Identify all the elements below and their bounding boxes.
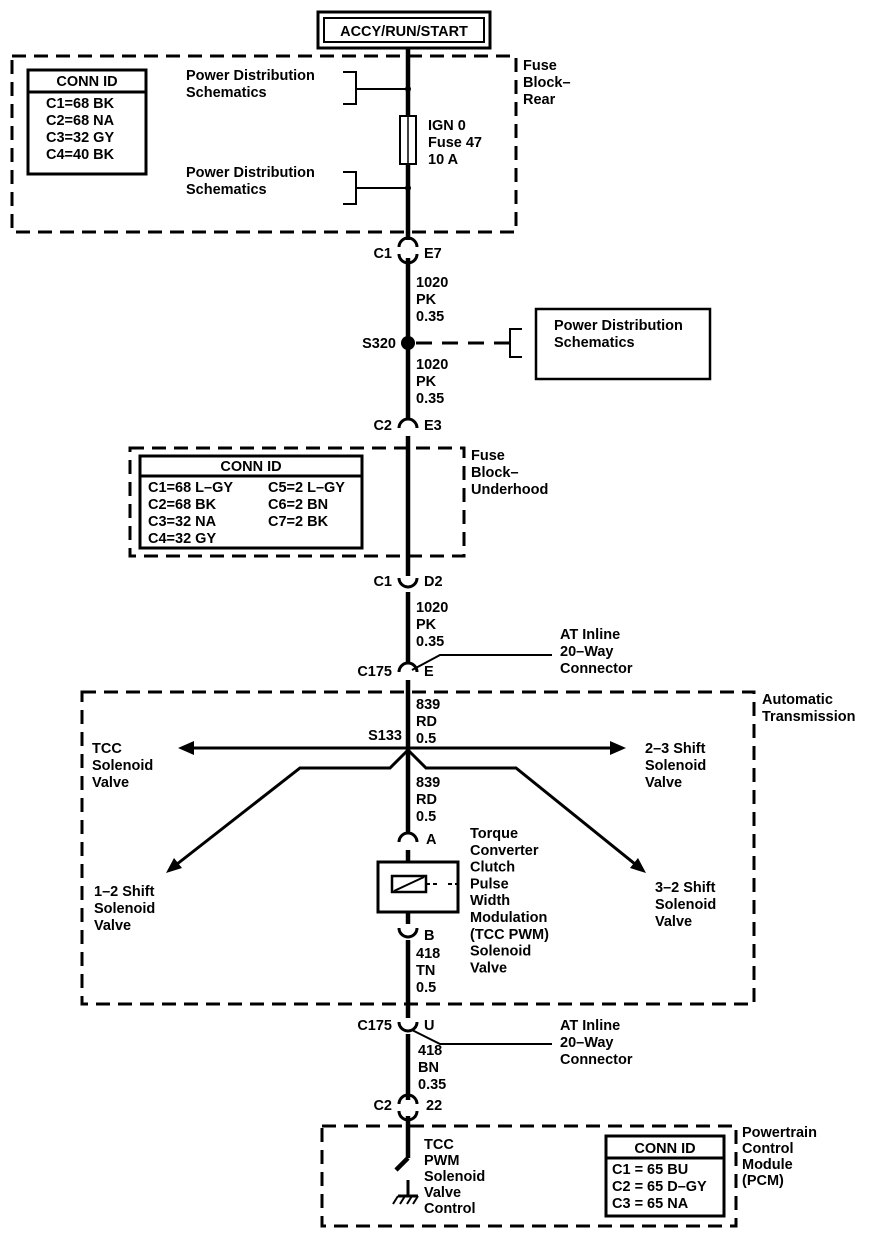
svg-text:E3: E3 — [424, 418, 442, 434]
shift-23-solenoid-label: 2–3 Shift Solenoid Valve — [645, 741, 710, 791]
tcc-pwm-control-label: TCC PWM Solenoid Valve Control — [424, 1137, 489, 1217]
svg-text:U: U — [424, 1018, 434, 1034]
wire-label-1020-c: 1020 PK 0.35 — [416, 600, 452, 650]
svg-text:C1: C1 — [373, 574, 392, 590]
svg-text:B: B — [424, 928, 434, 944]
powertrain-control-module: Powertrain Control Module (PCM) TCC PWM … — [320, 1124, 821, 1228]
power-source-label: ACCY/RUN/START — [340, 24, 468, 40]
connector-c1-e7: C1 E7 — [373, 236, 442, 265]
automatic-transmission-label: Automatic Transmission — [762, 692, 855, 725]
wire-label-418-tn: 418 TN 0.5 — [416, 946, 444, 996]
svg-text:C1: C1 — [373, 246, 392, 262]
wire-label-418-bn: 418 BN 0.35 — [418, 1043, 446, 1093]
pcm-label: Powertrain Control Module (PCM) — [742, 1125, 821, 1189]
svg-text:C5=2 L–GY C6=2 BN: C5=2 L–GY C6=2 BN C7=2 BK — [268, 480, 349, 530]
tcc-solenoid-valve-label: TCC Solenoid Valve — [92, 741, 157, 791]
pin-a-connector: A — [397, 831, 437, 848]
fuse-block-rear: Fuse Block– Rear CONN ID C1=68 BK C2=68 … — [10, 54, 575, 234]
wire-label-1020-b: 1020 PK 0.35 — [416, 357, 452, 407]
svg-text:CONN ID: CONN ID — [634, 1141, 695, 1157]
connector-c175-e: C175 E AT Inline 20–Way Connector — [357, 627, 633, 680]
wire-label-839-top: 839 RD 0.5 — [416, 697, 444, 747]
connector-c2-22: C2 22 — [373, 1093, 442, 1122]
conn-id-title: CONN ID — [56, 74, 117, 90]
conn-id-box-rear: CONN ID C1=68 BK C2=68 NA C3=32 GY C4=40… — [26, 68, 148, 176]
fuse-block-underhood-label: Fuse Block– Underhood — [471, 448, 548, 498]
svg-text:CONN ID: CONN ID — [220, 459, 281, 475]
svg-text:D2: D2 — [424, 574, 443, 590]
conn-id-box-underhood: CONN ID C1=68 L–GY C2=68 BK C3=32 NA C4=… — [138, 454, 364, 550]
fuse-block-underhood: Fuse Block– Underhood CONN ID C1=68 L–GY… — [128, 446, 548, 558]
svg-text:Power Distribution Sch: Power Distribution Schematics — [186, 68, 319, 101]
svg-text:AT Inline 20–Way C: AT Inline 20–Way Connector — [560, 627, 633, 677]
splice-s133: S133 — [368, 728, 402, 744]
tcc-pwm-solenoid-label: Torque Converter Clutch Pulse Width Modu… — [470, 826, 553, 976]
connector-c175-u: C175 U AT Inline 20–Way Connector — [357, 1018, 633, 1068]
fuse-47-label: IGN 0 Fuse 47 10 A — [428, 118, 486, 168]
connector-c2-e3: C2 E3 — [373, 417, 442, 434]
pds-reference-bottom: Power Distribution Schematics — [186, 165, 411, 205]
automatic-transmission: Automatic Transmission 839 RD 0.5 S133 T… — [80, 690, 855, 1006]
fuse-block-rear-label: Fuse Block– Rear — [523, 58, 575, 108]
pds-reference-top: Power Distribution Schematics — [186, 68, 411, 105]
svg-text:C2: C2 — [373, 418, 392, 434]
pin-b-connector: B — [397, 927, 434, 944]
splice-s320: S320 — [362, 328, 522, 358]
power-source-box: ACCY/RUN/START — [316, 10, 492, 50]
connector-c1-d2: C1 D2 — [373, 574, 442, 590]
svg-text:C175: C175 — [357, 664, 392, 680]
svg-text:Power Distribution Sch: Power Distribution Schematics — [186, 165, 319, 198]
shift-32-solenoid-label: 3–2 Shift Solenoid Valve — [655, 880, 720, 930]
wire-label-1020-a: 1020 PK 0.35 — [416, 275, 452, 325]
conn-id-box-pcm: CONN ID C1 = 65 BU C2 = 65 D–GY C3 = 65 … — [604, 1134, 726, 1218]
shift-12-solenoid-label: 1–2 Shift Solenoid Valve — [94, 884, 159, 934]
svg-text:A: A — [426, 832, 437, 848]
tcc-pwm-solenoid — [376, 860, 462, 914]
svg-text:22: 22 — [426, 1098, 442, 1114]
svg-text:E: E — [424, 664, 434, 680]
svg-text:C1=68 L–GY C2=68 BK: C1=68 L–GY C2=68 BK C3=32 NA C4=32 GY — [148, 480, 237, 547]
svg-text:AT Inline 20–Way C: AT Inline 20–Way Connector — [560, 1018, 633, 1068]
conn-id-entries: C1=68 BK C2=68 NA C3=32 GY C4=40 BK — [46, 96, 118, 163]
switch-to-ground-icon — [392, 1156, 419, 1205]
svg-text:C175: C175 — [357, 1018, 392, 1034]
svg-text:Power Distribution Schem: Power Distribution Schematics — [554, 318, 687, 351]
svg-text:E7: E7 — [424, 246, 442, 262]
pds-reference-right: Power Distribution Schematics — [534, 307, 712, 381]
svg-text:C1 = 65 BU C2 = 65 D–G: C1 = 65 BU C2 = 65 D–GY C3 = 65 NA — [612, 1162, 710, 1212]
svg-text:S320: S320 — [362, 336, 396, 352]
fuse-47: IGN 0 Fuse 47 10 A — [399, 115, 486, 168]
svg-text:C2: C2 — [373, 1098, 392, 1114]
wire-label-839-mid: 839 RD 0.5 — [416, 775, 444, 825]
